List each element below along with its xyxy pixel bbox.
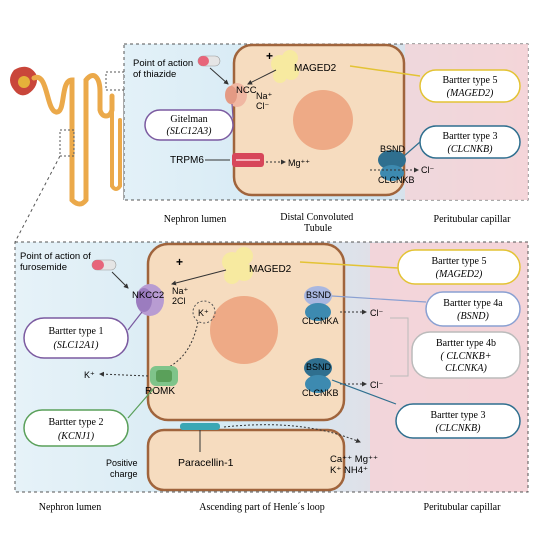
bartter5-gene-bottom: (MAGED2) — [436, 269, 483, 280]
nephron-lumen-caption-bottom: Nephron lumen — [39, 502, 102, 513]
tubule-icon — [31, 73, 115, 207]
dct-nucleus — [293, 90, 353, 150]
bartter5-title-bottom: Bartter type 5 — [432, 256, 487, 267]
cl-label-b: Cl⁻ — [370, 380, 383, 390]
romk-label: ROMK — [145, 386, 175, 397]
bartter5-box-bottom — [397, 249, 521, 285]
clcnka-channel-icon — [304, 286, 332, 321]
paracellin-label: Paracellin-1 — [178, 457, 234, 469]
furosemide-pill-icon — [91, 259, 117, 271]
thiazide-pill-icon — [197, 55, 221, 67]
maged2-protein-icon-bottom — [222, 247, 253, 284]
mg-label-top: Mg⁺⁺ — [288, 158, 310, 168]
nephron-illustration — [10, 44, 125, 243]
henle-caption: Ascending part of Henle´s loop — [199, 502, 325, 513]
thiazide-label: Point of action of thiazide — [133, 58, 196, 80]
bartter2-title: Bartter type 2 — [49, 417, 104, 428]
trpm6-channel-icon — [232, 153, 264, 167]
bartter5-box-top — [419, 69, 521, 103]
clcnkb-label-bottom: CLCNKB — [302, 388, 339, 398]
bartter4b-gene1: ( CLCNKB+ — [441, 351, 492, 362]
peritubular-caption-bottom: Peritubular capillar — [424, 502, 502, 513]
bartter4b-gene2: CLCNKA) — [445, 363, 487, 374]
k-inside-label: K⁺ — [198, 308, 209, 318]
nkcc2-transporter-icon — [136, 284, 164, 316]
dct-zoom-marker — [105, 71, 125, 91]
plus-label-bottom: + — [176, 255, 183, 269]
bartter5-gene-top: (MAGED2) — [447, 88, 494, 99]
bartter4a-box — [425, 291, 521, 327]
maged2-protein-icon — [271, 50, 299, 83]
ncc-label: NCC — [236, 85, 257, 96]
nkcc2-label: NKCC2 — [132, 290, 164, 301]
bartter3-gene-bottom: (CLCNKB) — [435, 423, 481, 434]
top-panel: Point of action of thiazide MAGED2 + NCC… — [123, 43, 529, 234]
bartter3-title-top: Bartter type 3 — [443, 131, 498, 142]
bartter3-box-bottom — [395, 403, 521, 439]
maged2-label-top: MAGED2 — [294, 63, 337, 74]
bartter4b-title: Bartter type 4b — [436, 338, 496, 349]
bartter2-box — [23, 409, 129, 447]
nephron-lumen-caption-top: Nephron lumen — [164, 214, 227, 225]
bartter4b-box — [411, 331, 521, 379]
na-label-bottom: Na⁺ — [172, 286, 189, 296]
na-label-top: Na⁺ — [256, 91, 273, 101]
gitelman-box — [144, 109, 234, 141]
clcnkb-channel-icon-bottom — [304, 358, 332, 393]
k-out-label: K⁺ — [84, 370, 95, 380]
gitelman-title: Gitelman — [170, 114, 207, 125]
furosemide-label: Point of action of furosemide — [20, 251, 93, 273]
bottom-panel: Point of action of furosemide MAGED2 + N… — [14, 241, 529, 513]
bartter5-title-top: Bartter type 5 — [443, 75, 498, 86]
clcnkb-channel-icon-top — [378, 150, 406, 181]
bartter4a-gene: (BSND) — [457, 311, 489, 322]
divalent-ions-label: Ca⁺⁺ Mg⁺⁺ K⁺ NH4⁺ — [330, 454, 381, 476]
peritubular-caption-top: Peritubular capillar — [434, 214, 512, 225]
clcnka-label: CLCNKA — [302, 316, 339, 326]
paracellin-tight-junction-icon — [180, 423, 220, 430]
bsnd-label-top: BSND — [380, 144, 406, 154]
maged2-label-bottom: MAGED2 — [249, 264, 292, 275]
bartter3-title-bottom: Bartter type 3 — [431, 410, 486, 421]
ncc-transporter-icon — [225, 83, 247, 107]
henle-cell-lower — [146, 428, 346, 492]
bartter2-gene: (KCNJ1) — [58, 431, 95, 442]
trpm6-label: TRPM6 — [170, 155, 204, 166]
bartter4a-title: Bartter type 4a — [443, 298, 503, 309]
dct-caption: Distal Convoluted Tubule — [280, 212, 356, 234]
plus-label-top: + — [266, 49, 273, 63]
twocl-label: 2Cl — [172, 296, 186, 306]
cl-label-a: Cl⁻ — [370, 308, 383, 318]
bartter1-gene: (SLC12A1) — [54, 340, 100, 351]
gitelman-gene: (SLC12A3) — [167, 126, 213, 137]
clcnkb-label-top: CLCNKB — [378, 175, 415, 185]
henle-nucleus — [210, 296, 278, 364]
cl-label-top: Cl⁻ — [256, 101, 269, 111]
cl-out-label-top: Cl⁻ — [421, 165, 434, 175]
bsnd-label-a: BSND — [306, 290, 332, 300]
bartter1-title: Bartter type 1 — [49, 326, 104, 337]
positive-charge-label: Positive charge — [106, 458, 140, 479]
romk-channel-icon — [150, 366, 178, 386]
bartter1-box — [23, 317, 129, 359]
bartter3-gene-top: (CLCNKB) — [447, 144, 493, 155]
bsnd-label-b: BSND — [306, 362, 332, 372]
